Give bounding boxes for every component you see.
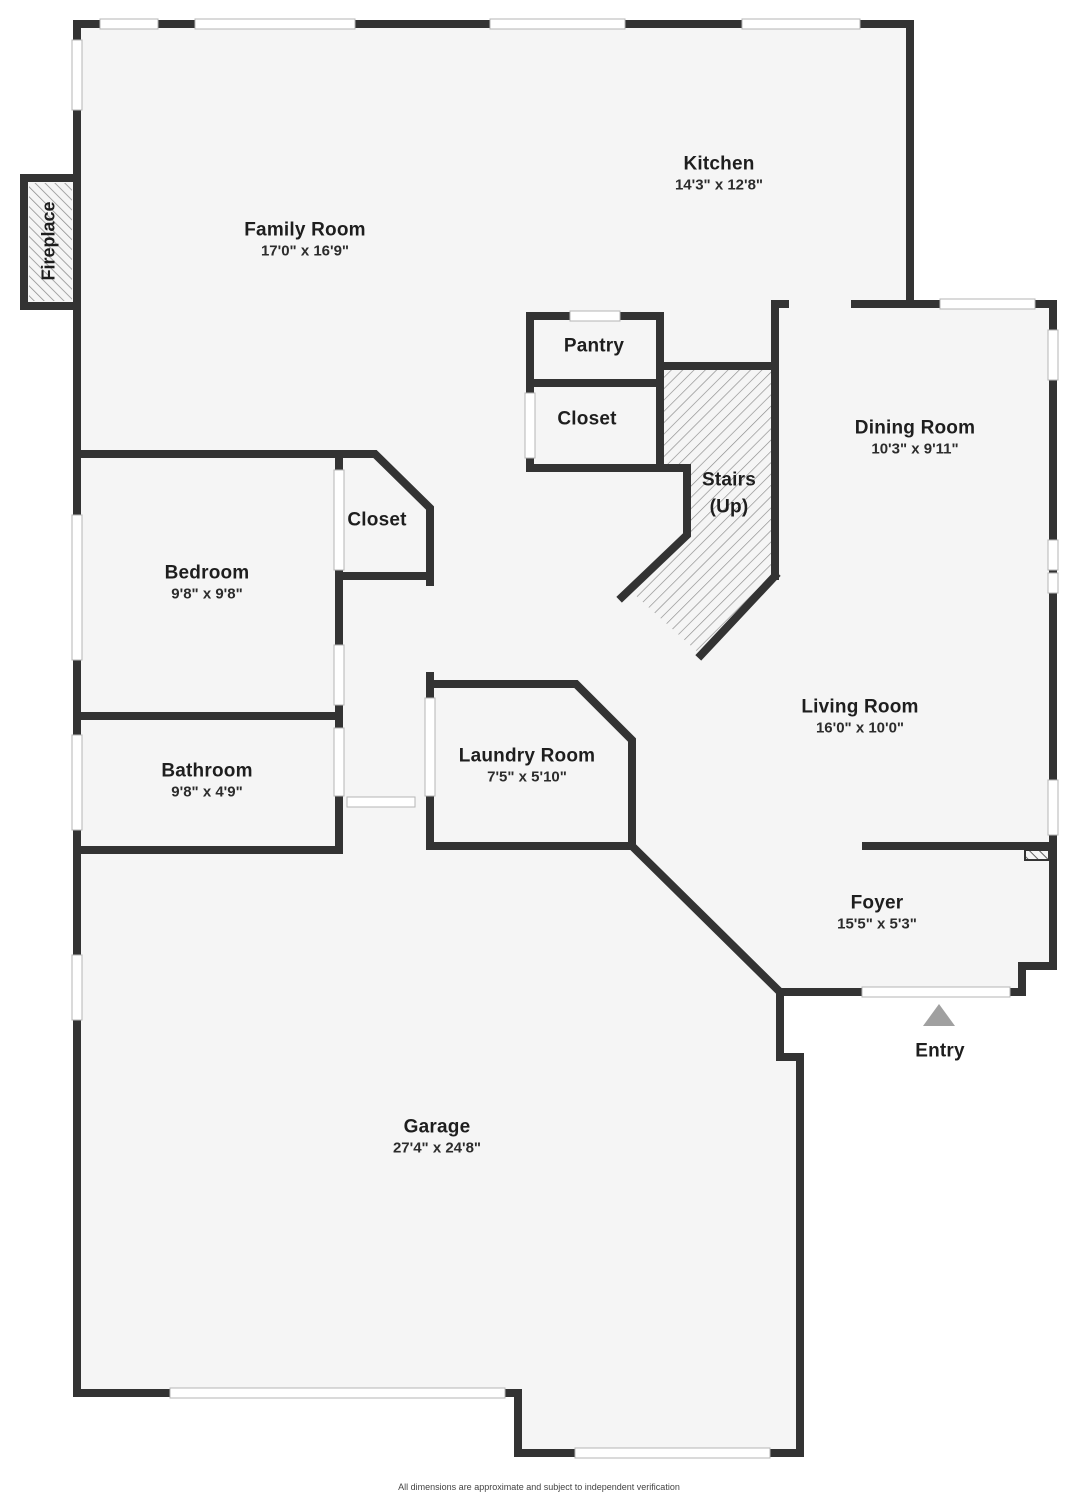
room-label-foyer: Foyer 15'5" x 5'3" (837, 893, 917, 934)
floor-area (24, 24, 1053, 1453)
windows (71, 18, 1059, 1459)
fireplace-hatch (29, 183, 72, 301)
room-name: Living Room (801, 696, 919, 718)
disclaimer-note: All dimensions are approximate and subje… (398, 1482, 680, 1492)
room-label-pantry: Pantry (564, 336, 624, 359)
room-label-bathroom: Bathroom 9'8" x 4'9" (161, 761, 252, 802)
room-name: Kitchen (683, 153, 755, 175)
room-label-laundry-room: Laundry Room 7'5" x 5'10" (459, 746, 595, 787)
entry-label: Entry (915, 1041, 965, 1064)
room-name: Foyer (850, 892, 904, 914)
room-dimensions: 27'4" x 24'8" (392, 1139, 482, 1157)
room-name: Family Room (244, 219, 366, 241)
room-dimensions: 10'3" x 9'11" (871, 440, 959, 458)
room-label-closet-stairs: Closet (557, 409, 616, 432)
room-name: Pantry (563, 335, 625, 357)
room-label-living-room: Living Room 16'0" x 10'0" (801, 697, 918, 738)
room-label-family-room: Family Room 17'0" x 16'9" (244, 220, 366, 261)
room-dimensions: 15'5" x 5'3" (837, 915, 917, 933)
room-label-stairs: Stairs (Up) (702, 467, 756, 520)
entry-text: Entry (915, 1040, 965, 1062)
room-label-closet-bedroom: Closet (347, 510, 406, 533)
room-label-bedroom: Bedroom 9'8" x 9'8" (165, 563, 250, 604)
room-name: Laundry Room (458, 745, 596, 767)
room-name: Bathroom (161, 760, 253, 782)
room-name: Closet (347, 509, 407, 531)
stairs-direction: (Up) (709, 496, 749, 517)
room-name: Closet (557, 408, 617, 430)
stairs-hatch (634, 366, 775, 655)
room-name: Garage (403, 1116, 471, 1138)
room-dimensions: 9'8" x 4'9" (171, 783, 243, 801)
room-name: Dining Room (854, 417, 976, 439)
room-dimensions: 9'8" x 9'8" (171, 585, 243, 603)
room-dimensions: 7'5" x 5'10" (487, 768, 567, 786)
room-name: Stairs (701, 469, 757, 491)
room-dimensions: 14'3" x 12'8" (674, 176, 764, 194)
room-label-kitchen: Kitchen 14'3" x 12'8" (675, 154, 763, 195)
room-dimensions: 17'0" x 16'9" (260, 242, 350, 260)
room-dimensions: 16'0" x 10'0" (815, 719, 905, 737)
room-label-dining-room: Dining Room 10'3" x 9'11" (855, 418, 975, 459)
room-name: Bedroom (164, 562, 250, 584)
entry-arrow-icon (923, 1004, 955, 1026)
room-label-garage: Garage 27'4" x 24'8" (393, 1117, 481, 1158)
fireplace-label: Fireplace (38, 201, 59, 281)
